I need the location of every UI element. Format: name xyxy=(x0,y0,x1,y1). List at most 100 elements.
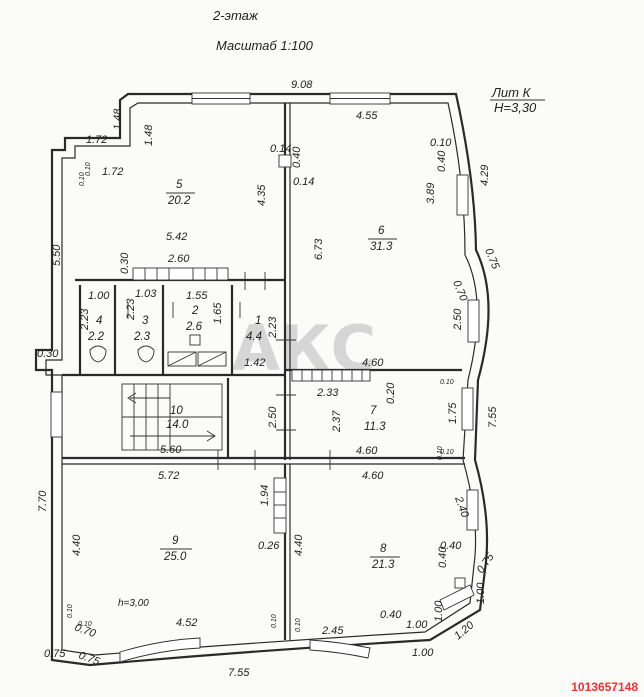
window-left xyxy=(50,391,63,438)
window-bottom-left xyxy=(119,637,201,663)
height-note: h=3,00 xyxy=(118,598,149,609)
small-mark: 0.10 xyxy=(79,172,86,186)
dim-label: 4.60 xyxy=(362,357,384,369)
door-marks xyxy=(127,272,331,470)
dim-label: 5.42 xyxy=(166,231,187,243)
room-5-area: 20.2 xyxy=(167,195,191,207)
outer-wall xyxy=(34,92,490,667)
dim-label: 2.50 xyxy=(267,406,279,429)
sink-1 xyxy=(167,351,197,367)
lit-label: Лит К xyxy=(491,85,532,100)
room-6-area: 31.3 xyxy=(370,241,393,253)
dim-label: 2.23 xyxy=(267,316,279,339)
sink-2 xyxy=(197,351,227,367)
dim-label: 7.70 xyxy=(37,490,49,512)
room-9-area: 25.0 xyxy=(163,551,187,563)
dim-label: 1.75 xyxy=(447,402,459,424)
dim-label: 1.00 xyxy=(475,582,487,604)
column-notch xyxy=(278,154,292,168)
dim-label: 4.52 xyxy=(176,617,197,629)
staircase xyxy=(121,383,223,451)
dim-label: 2.60 xyxy=(167,253,190,265)
dim-label: 0.40 xyxy=(380,609,402,621)
dim-label: 1.48 xyxy=(112,108,124,130)
dim-label: 1.00 xyxy=(433,600,445,622)
dim-label: 1.55 xyxy=(186,290,208,302)
room-6-number: 6 xyxy=(378,225,385,237)
room-2-area: 2.6 xyxy=(185,321,203,333)
dim-label: 4.40 xyxy=(293,534,305,556)
vent-block-3 xyxy=(273,477,287,534)
room-1-number: 1 xyxy=(255,315,261,327)
dim-label: 4.55 xyxy=(356,110,378,122)
dim-label: 2.50 xyxy=(452,308,464,331)
window-right-4 xyxy=(466,489,479,531)
small-mark: 0.10 xyxy=(78,621,92,628)
room-8-area: 21.3 xyxy=(371,559,395,571)
reference-id: 1013657148 xyxy=(571,680,638,694)
small-mark: 0.10 xyxy=(437,446,444,460)
dim-label: 0.75 xyxy=(475,551,498,576)
dim-label: 2.23 xyxy=(125,298,137,321)
dim-label: 9.08 xyxy=(291,79,313,91)
dim-label: 5.50 xyxy=(51,244,63,266)
dim-label: 6.73 xyxy=(313,238,325,260)
scale-label: Масштаб 1:100 xyxy=(216,38,314,53)
room-2-number: 2 xyxy=(191,305,199,317)
small-mark: 0.10 xyxy=(440,379,454,386)
dim-label: 0.70 xyxy=(450,279,469,304)
dim-label: 1.20 xyxy=(452,619,477,643)
dim-label: 0.40 xyxy=(437,546,449,568)
dim-label: 7.55 xyxy=(487,406,499,428)
small-mark: 0.10 xyxy=(440,449,454,456)
vent-block xyxy=(132,267,229,281)
toilet-icon-2 xyxy=(137,345,155,363)
dim-label: 1.94 xyxy=(259,485,271,506)
dim-label: 0.30 xyxy=(119,252,131,274)
dim-label: 2.23 xyxy=(79,308,91,331)
toilet-icon-1 xyxy=(89,345,107,363)
height-label: H=3,30 xyxy=(494,100,537,115)
room-4-number: 4 xyxy=(96,315,102,327)
dim-label: 1.42 xyxy=(244,357,265,369)
small-mark: 0.10 xyxy=(85,162,92,176)
dim-label: 0.40 xyxy=(440,540,462,552)
dim-label: 1.65 xyxy=(212,302,224,324)
window-right-1 xyxy=(456,174,469,216)
dim-label: 1.00 xyxy=(406,619,428,631)
room-3-area: 2.3 xyxy=(133,331,151,343)
dim-label: 1.00 xyxy=(412,647,434,659)
dim-label: 0.75 xyxy=(482,247,501,272)
dim-label: 4.29 xyxy=(479,165,491,186)
dim-label: 1.48 xyxy=(143,124,155,146)
room-5-number: 5 xyxy=(176,179,183,191)
dim-label: 0.14 xyxy=(293,176,314,188)
room-9-number: 9 xyxy=(172,535,179,547)
dim-label: 0.14 xyxy=(270,143,291,155)
dim-label: 4.35 xyxy=(256,184,268,206)
dim-label: 4.60 xyxy=(356,445,378,457)
dim-label: 0.10 xyxy=(430,137,452,149)
window-bay xyxy=(439,584,475,611)
dim-label: 0.30 xyxy=(37,348,59,360)
room-8-number: 8 xyxy=(380,543,387,555)
floor-title: 2-этаж xyxy=(212,8,259,23)
small-mark: 0.10 xyxy=(295,618,302,632)
dim-label: 0.26 xyxy=(258,540,280,552)
room-3-number: 3 xyxy=(142,315,149,327)
room-1-area: 4.4 xyxy=(246,331,262,343)
room-4-area: 2.2 xyxy=(87,331,105,343)
dim-label: 1.03 xyxy=(135,288,157,300)
dim-label: 5.60 xyxy=(160,444,182,456)
dim-label: 1.00 xyxy=(88,290,110,302)
dim-label: 0.40 xyxy=(291,146,303,168)
small-mark: 0.10 xyxy=(67,604,74,618)
vent-block-2 xyxy=(291,369,371,382)
dim-label: 0.75 xyxy=(44,648,66,660)
dim-label: 4.60 xyxy=(362,470,384,482)
dim-label: 3.89 xyxy=(425,183,437,204)
dim-label: 0.20 xyxy=(385,382,397,404)
room-10-area: 14.0 xyxy=(166,419,189,431)
